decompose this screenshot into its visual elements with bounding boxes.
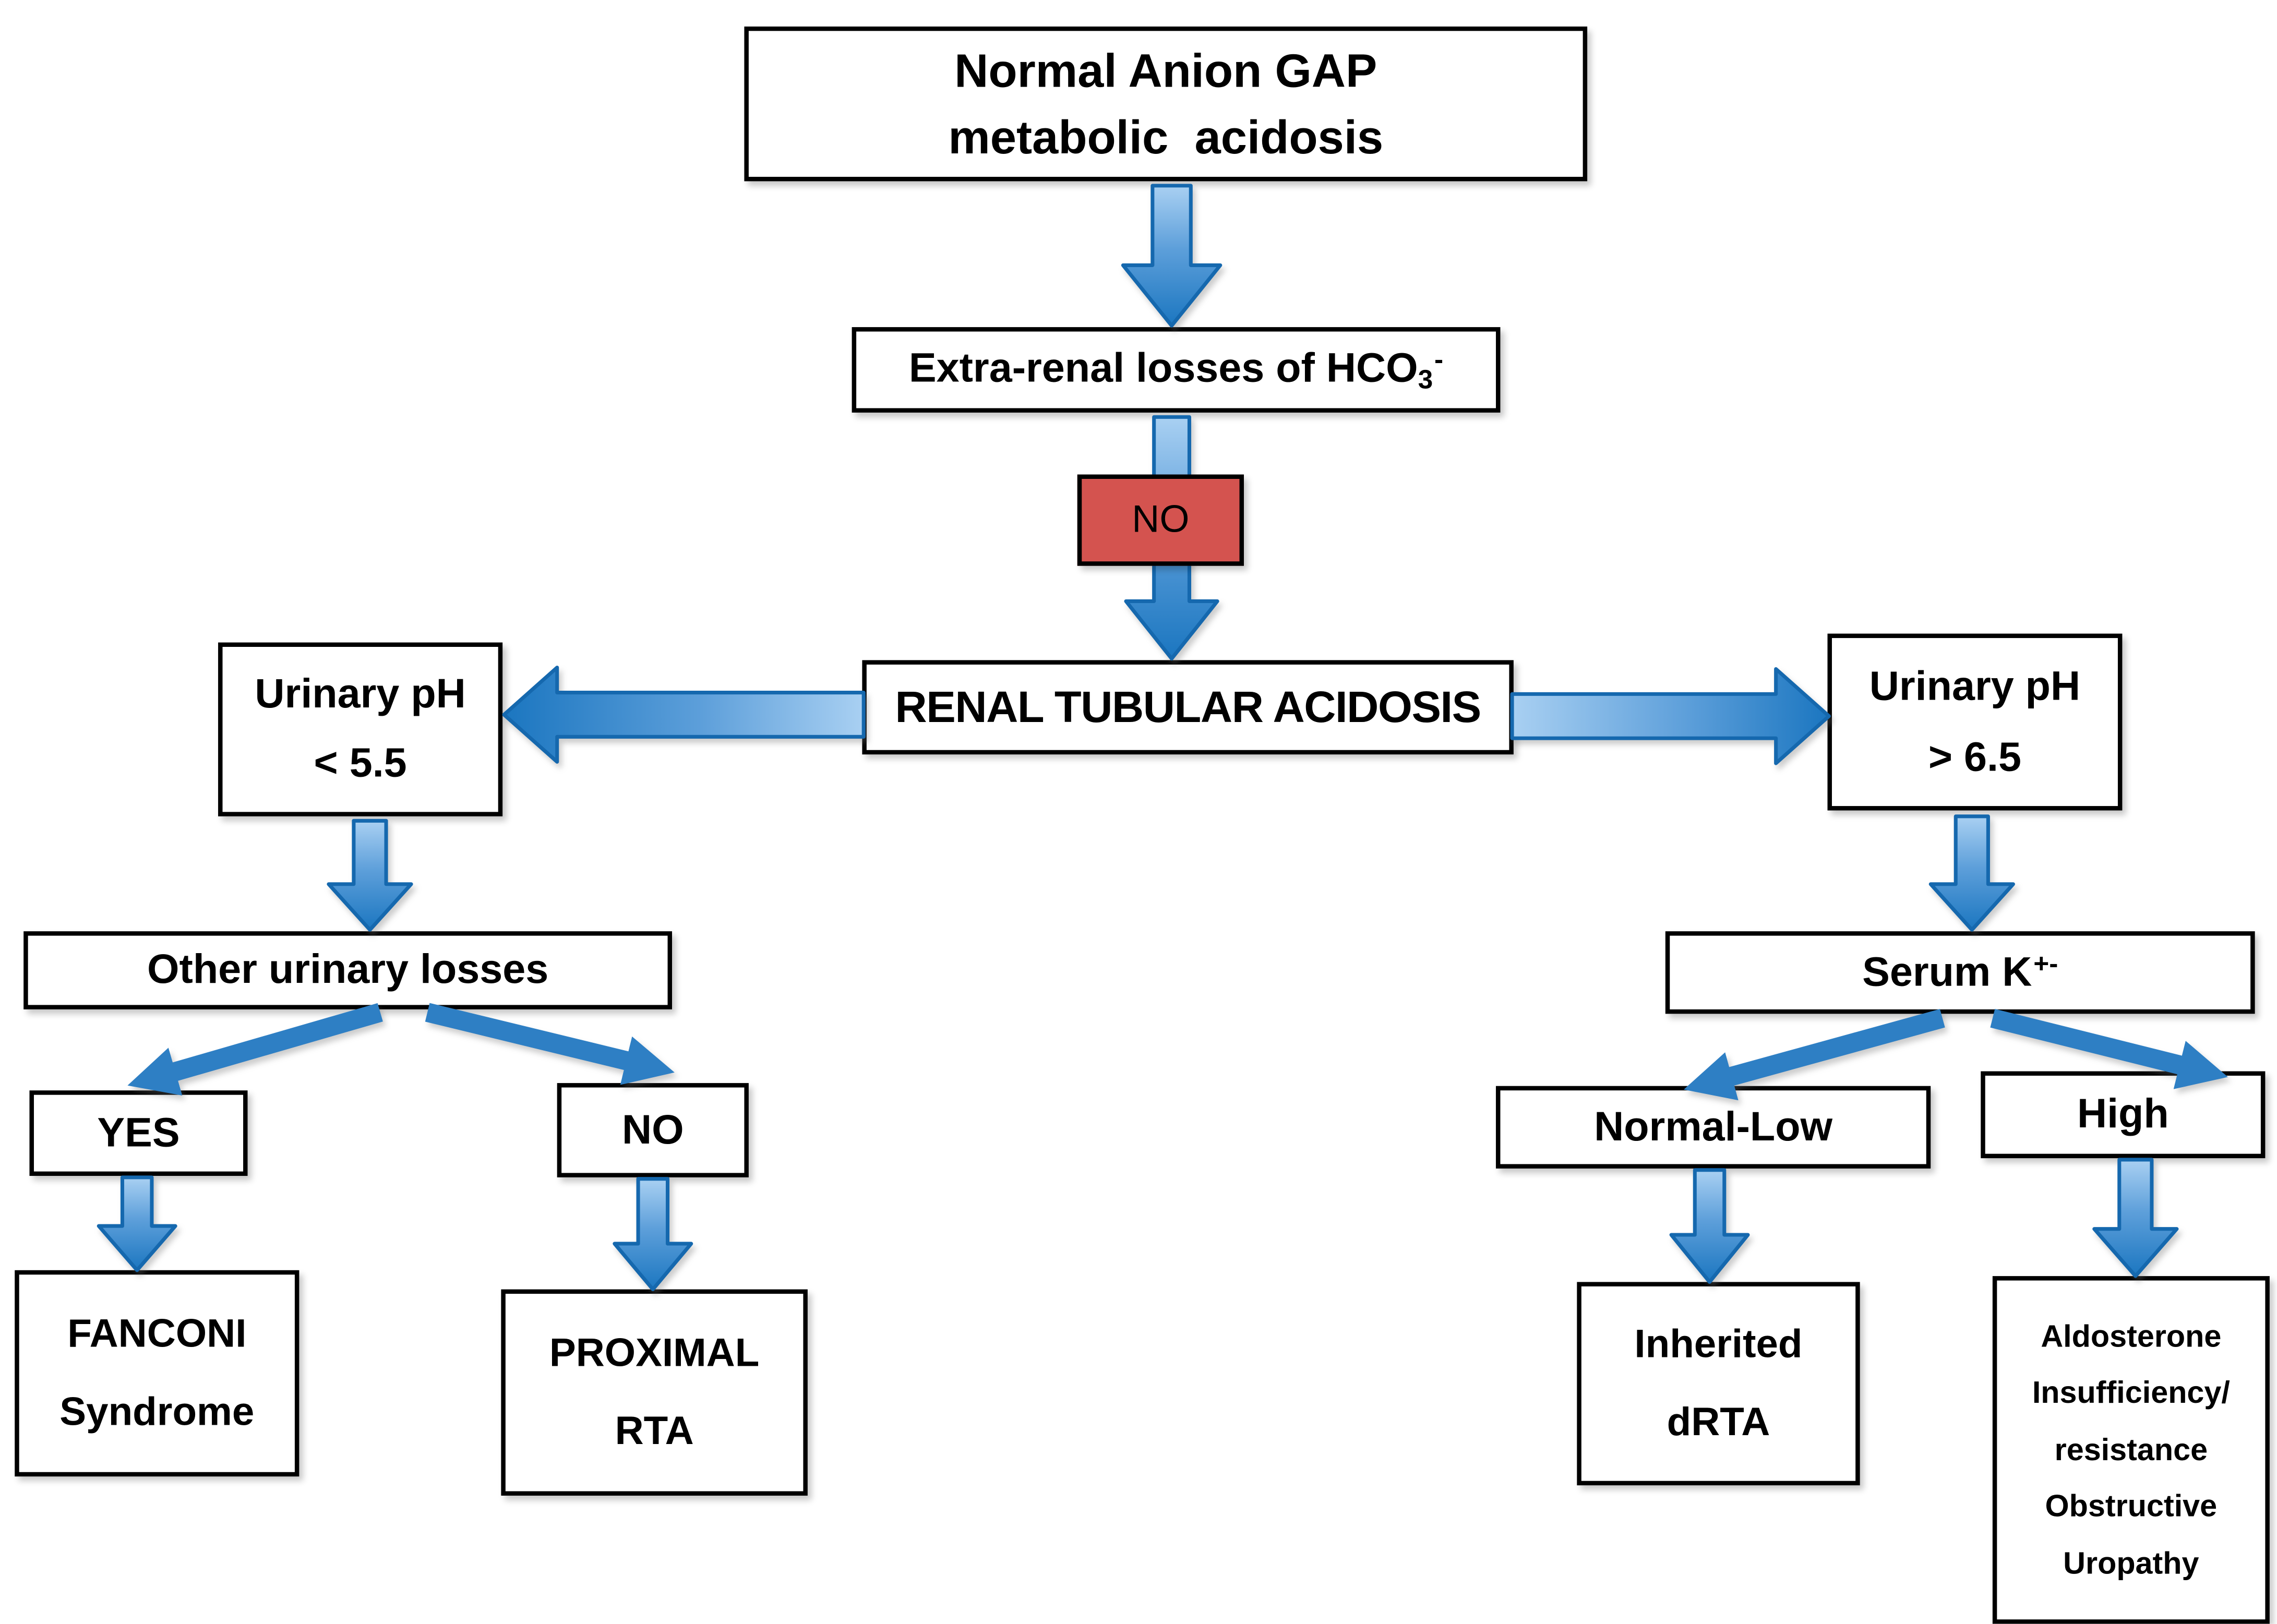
node-fanconi-line2: Syndrome xyxy=(59,1390,255,1435)
arrow-ph-low-to-other-losses-icon xyxy=(327,819,413,932)
node-normal-low: Normal-Low xyxy=(1495,1086,1931,1169)
arrow-no-to-proximal-icon xyxy=(613,1177,693,1292)
node-normal-anion-gap-line2: metabolic acidosis xyxy=(948,110,1384,163)
node-yes: YES xyxy=(29,1090,248,1176)
node-extra-renal-losses-label: Extra-renal losses of HCO3- xyxy=(909,342,1443,398)
node-urinary-ph-low-line1: Urinary pH xyxy=(255,671,466,717)
node-other-urinary-losses-label: Other urinary losses xyxy=(147,946,549,992)
node-normal-low-label: Normal-Low xyxy=(1594,1103,1833,1149)
node-normal-anion-gap-line1: Normal Anion GAP xyxy=(954,44,1377,98)
node-urinary-ph-high-line2: > 6.5 xyxy=(1928,733,2022,779)
node-aldosterone-line2: Insufficiency/ xyxy=(2032,1376,2230,1411)
serum-k-superscript: +- xyxy=(2033,948,2058,978)
node-serum-k-label: Serum K+- xyxy=(1862,946,2058,1000)
node-high-label: High xyxy=(2077,1091,2169,1137)
node-high: High xyxy=(1981,1071,2266,1159)
node-no-gate: NO xyxy=(1077,474,1244,566)
hco3-superscript: - xyxy=(1434,344,1444,374)
hco3-subscript: 3 xyxy=(1418,364,1433,394)
node-aldosterone-insufficiency: Aldosterone Insufficiency/ resistance Ob… xyxy=(1992,1276,2270,1624)
arrow-high-to-aldosterone-icon xyxy=(2092,1158,2179,1278)
node-no-label: NO xyxy=(621,1106,684,1152)
node-proximal-line2: RTA xyxy=(615,1409,694,1453)
node-fanconi-line1: FANCONI xyxy=(67,1310,247,1355)
node-no: NO xyxy=(557,1083,749,1177)
node-urinary-ph-low: Urinary pH < 5.5 xyxy=(218,642,503,816)
arrow-serum-k-to-high-icon xyxy=(1990,1008,2228,1089)
node-normal-anion-gap: Normal Anion GAP metabolic acidosis xyxy=(744,26,1588,182)
serum-k-text: Serum K xyxy=(1862,948,2032,995)
node-serum-k: Serum K+- xyxy=(1665,931,2255,1014)
node-renal-tubular-acidosis: RENAL TUBULAR ACIDOSIS xyxy=(862,660,1514,755)
arrow-other-losses-to-yes-icon xyxy=(127,1003,383,1096)
arrow-normal-anion-to-extrarenal-icon xyxy=(1121,184,1223,328)
arrow-yes-to-fanconi-icon xyxy=(97,1175,177,1272)
node-proximal-rta: PROXIMAL RTA xyxy=(501,1289,808,1496)
node-urinary-ph-high-line1: Urinary pH xyxy=(1869,663,2081,709)
arrow-ph-high-to-serum-k-icon xyxy=(1928,814,2015,932)
node-inherited-line1: Inherited xyxy=(1634,1321,1803,1366)
arrow-rta-to-ph-low-icon xyxy=(502,666,866,764)
node-renal-tubular-acidosis-label: RENAL TUBULAR ACIDOSIS xyxy=(895,683,1481,732)
node-extra-renal-losses: Extra-renal losses of HCO3- xyxy=(852,327,1501,413)
arrow-serum-k-to-normal-low-icon xyxy=(1683,1009,1945,1101)
node-aldosterone-line4: Obstructive xyxy=(2045,1489,2218,1524)
node-fanconi-syndrome: FANCONI Syndrome xyxy=(15,1270,299,1477)
extra-renal-text: Extra-renal losses of HCO xyxy=(908,344,1418,391)
node-aldosterone-line5: Uropathy xyxy=(2063,1546,2199,1581)
node-aldosterone-line1: Aldosterone xyxy=(2041,1319,2222,1354)
node-proximal-line1: PROXIMAL xyxy=(549,1330,760,1375)
arrow-normal-low-to-inherited-icon xyxy=(1669,1168,1750,1284)
node-yes-label: YES xyxy=(97,1109,180,1155)
node-urinary-ph-high: Urinary pH > 6.5 xyxy=(1827,633,2123,811)
node-inherited-line2: dRTA xyxy=(1667,1400,1770,1445)
node-inherited-drta: Inherited dRTA xyxy=(1577,1282,1860,1486)
node-other-urinary-losses: Other urinary losses xyxy=(23,931,673,1009)
node-no-gate-label: NO xyxy=(1132,497,1190,541)
node-urinary-ph-low-line2: < 5.5 xyxy=(314,740,407,786)
node-aldosterone-line3: resistance xyxy=(2054,1433,2208,1467)
arrow-rta-to-ph-high-icon xyxy=(1510,667,1831,765)
arrow-other-losses-to-no-icon xyxy=(425,1003,675,1085)
